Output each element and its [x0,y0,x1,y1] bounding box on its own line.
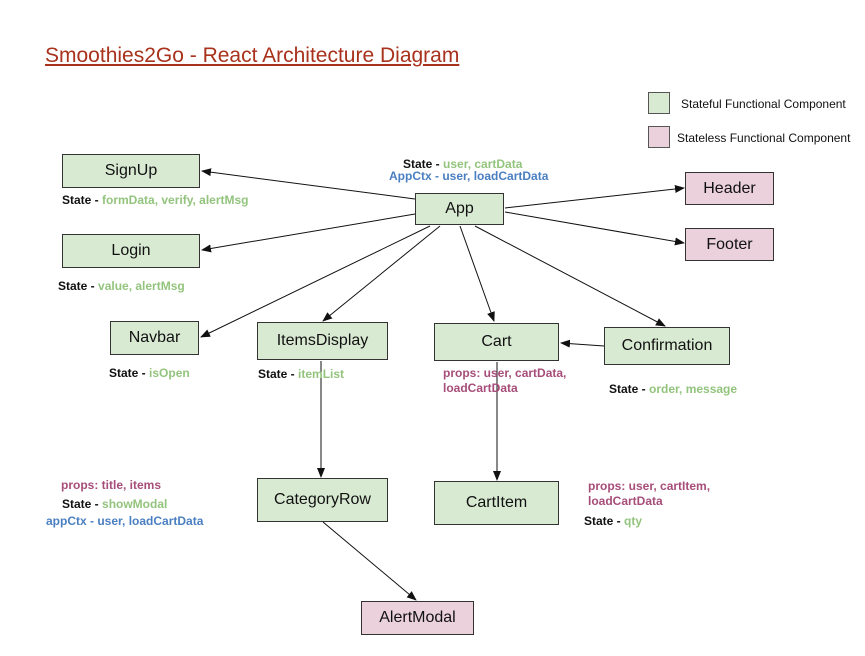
node-footer: Footer [685,228,774,261]
categoryrow-props-annotation: props: title, items [61,478,162,492]
edge-app-footer [504,211,685,246]
node-confirmation: Confirmation [604,327,730,365]
cartitem-props-annotation: props: user, cartItem,loadCartData [588,479,711,508]
edge-app-itemsdisplay [322,225,441,322]
edge-categoryrow-alertmodal [322,521,417,601]
legend-stateful-swatch [648,92,670,114]
cart-props-annotation: props: user, cartData,loadCartData [443,366,567,395]
legend-stateless-label: Stateless Functional Component [677,131,851,145]
node-login: Login [62,234,200,268]
node-signup: SignUp [62,154,200,188]
edge-app-confirmation [474,225,666,327]
node-cart: Cart [434,323,559,361]
legend-stateful-label: Stateful Functional Component [681,97,846,111]
login-state-annotation: State - value, alertMsg [58,279,185,293]
categoryrow-context-annotation: appCtx - user, loadCartData [46,514,204,528]
edge-confirmation-cart [560,339,605,348]
app-context-annotation: AppCtx - user, loadCartData [389,169,549,183]
itemsdisplay-state-annotation: State - itemList [258,367,345,381]
confirmation-state-annotation: State - order, message [609,382,738,396]
app-state-annotation: State - user, cartData [403,157,523,171]
node-itemsdisplay: ItemsDisplay [257,322,388,360]
edge-app-navbar [200,225,431,338]
edge-app-header [504,185,685,209]
node-navbar: Navbar [110,321,199,355]
categoryrow-state-annotation: State - showModal [62,497,168,511]
edge-app-cart [459,225,495,322]
edge-app-signup [201,168,416,200]
cartitem-state-annotation: State - qty [584,514,643,528]
node-cartitem: CartItem [434,481,559,525]
node-alertmodal: AlertModal [361,601,474,635]
signup-state-annotation: State - formData, verify, alertMsg [62,193,249,207]
legend-stateless-swatch [648,126,670,148]
node-app: App [415,193,504,225]
navbar-state-annotation: State - isOpen [109,366,190,380]
node-categoryrow: CategoryRow [257,478,388,522]
page-title: Smoothies2Go - React Architecture Diagra… [45,44,460,67]
edge-app-login [201,213,416,253]
node-header: Header [685,172,774,205]
